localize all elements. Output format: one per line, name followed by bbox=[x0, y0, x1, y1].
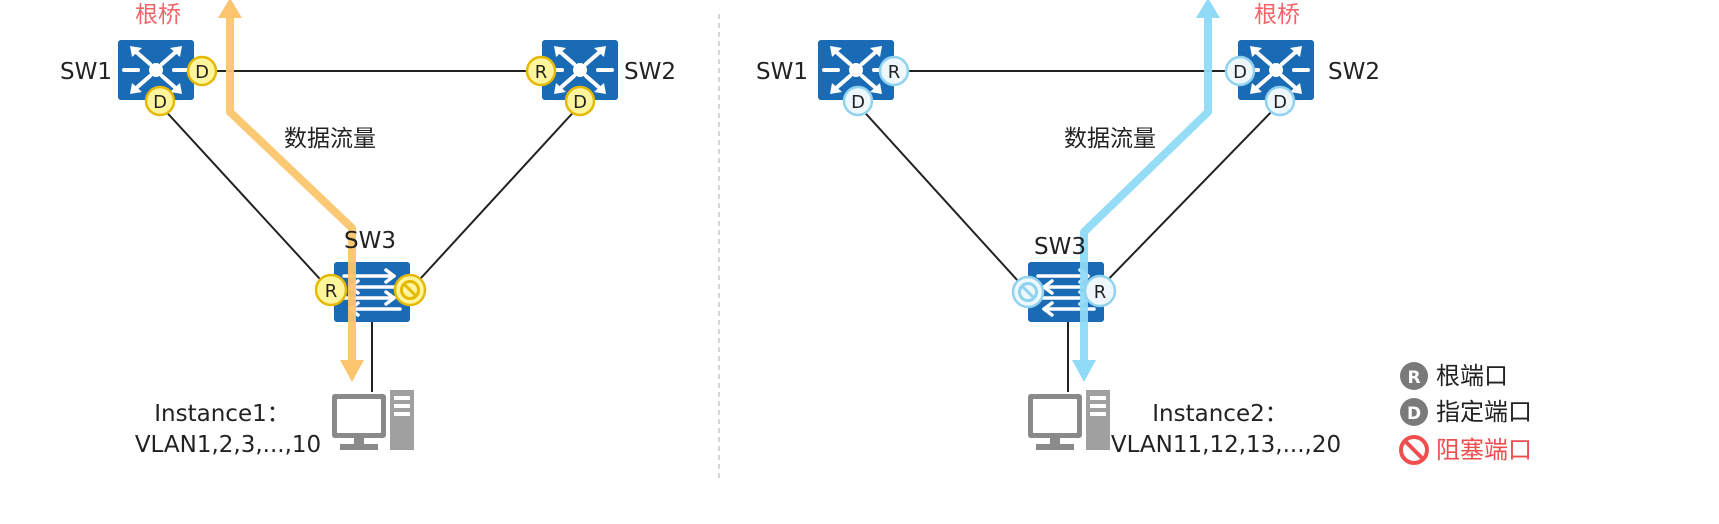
legend: R 根端口 D 指定端口 阻塞端口 bbox=[1399, 362, 1532, 465]
right-sw3-right-port: R bbox=[1083, 274, 1117, 308]
left-sw3-left-port: R bbox=[314, 273, 348, 307]
right-sw3-label: SW3 bbox=[1034, 234, 1086, 260]
right-instance-line1: Instance2： bbox=[1152, 401, 1287, 427]
left-sw2-label: SW2 bbox=[624, 59, 676, 85]
port-letter: D bbox=[195, 62, 209, 83]
port-letter: R bbox=[1094, 282, 1107, 303]
left-sw1-right-port: D bbox=[186, 55, 218, 87]
legend-blocked-port: 阻塞端口 bbox=[1399, 435, 1532, 465]
left-topology: D D R D R 根桥 SW1 SW2 SW3 数据流量 Instance1： bbox=[60, 0, 676, 458]
legend-designated-port-label: 指定端口 bbox=[1436, 398, 1532, 426]
right-sw3-blocked-port-icon bbox=[1011, 275, 1045, 309]
right-sw1-bottom-port: D bbox=[842, 85, 874, 117]
right-flow-label: 数据流量 bbox=[1064, 126, 1156, 152]
port-letter: D bbox=[1273, 92, 1287, 113]
right-root-bridge-label: 根桥 bbox=[1254, 2, 1300, 28]
left-root-bridge-label: 根桥 bbox=[135, 2, 181, 28]
port-letter: D bbox=[851, 92, 865, 113]
left-sw1-bottom-port: D bbox=[144, 85, 176, 117]
legend-root-port: R 根端口 bbox=[1400, 362, 1508, 390]
left-sw3-blocked-port-icon bbox=[393, 273, 427, 307]
left-flow-label: 数据流量 bbox=[284, 126, 376, 152]
right-sw1-label: SW1 bbox=[756, 59, 808, 85]
left-flow-arrow bbox=[218, 0, 364, 382]
left-sw3-label: SW3 bbox=[344, 228, 396, 254]
port-letter: D bbox=[573, 92, 587, 113]
right-topology: R D D D R 根桥 SW1 SW2 SW3 数据流量 Instance2： bbox=[756, 0, 1380, 458]
port-letter: R bbox=[535, 62, 548, 83]
legend-blocked-port-label: 阻塞端口 bbox=[1436, 436, 1532, 464]
pc-icon bbox=[1028, 390, 1110, 450]
port-letter: R bbox=[888, 62, 901, 83]
legend-root-port-label: 根端口 bbox=[1436, 362, 1508, 390]
right-sw1-right-port: R bbox=[878, 55, 910, 87]
link-sw2-sw3 bbox=[409, 104, 581, 291]
left-sw2-bottom-port: D bbox=[564, 85, 596, 117]
left-sw2-left-port: R bbox=[525, 55, 557, 87]
port-letter: D bbox=[1233, 62, 1247, 83]
legend-designated-port-icon: D bbox=[1407, 404, 1421, 424]
right-sw2-left-port: D bbox=[1224, 55, 1256, 87]
link-sw1-sw3 bbox=[159, 104, 331, 291]
legend-designated-port: D 指定端口 bbox=[1400, 398, 1532, 426]
port-letter: R bbox=[325, 281, 338, 302]
legend-root-port-icon: R bbox=[1407, 368, 1420, 388]
link-sw2-sw3 bbox=[1095, 104, 1279, 293]
blocked-port-icon bbox=[1399, 435, 1429, 465]
right-flow-arrow bbox=[1072, 0, 1220, 382]
right-instance-line2: VLAN11,12,13,...,20 bbox=[1111, 432, 1341, 458]
left-sw1-label: SW1 bbox=[60, 59, 112, 85]
link-sw1-sw3 bbox=[857, 104, 1029, 293]
port-letter: D bbox=[153, 92, 167, 113]
right-sw2-label: SW2 bbox=[1328, 59, 1380, 85]
left-instance-line2: VLAN1,2,3,...,10 bbox=[135, 432, 321, 458]
pc-icon bbox=[332, 390, 414, 450]
right-sw2-bottom-port: D bbox=[1264, 85, 1296, 117]
left-instance-line1: Instance1： bbox=[154, 401, 289, 427]
